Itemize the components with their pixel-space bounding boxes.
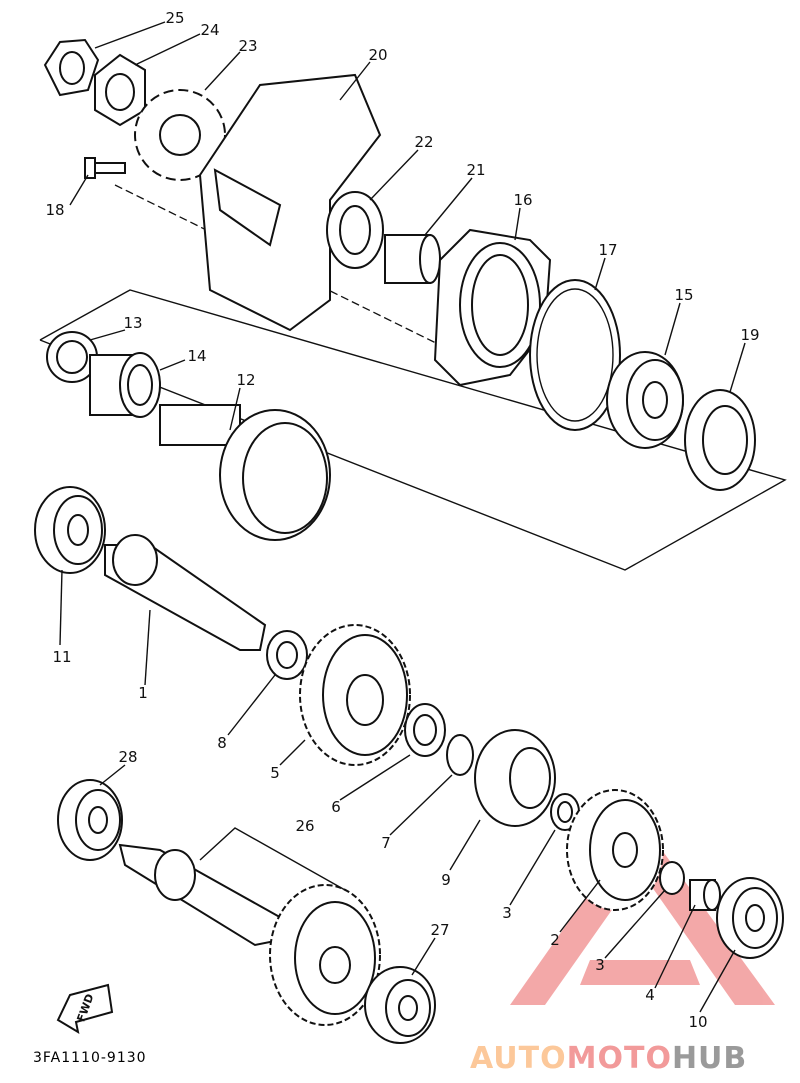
part-16-housing bbox=[433, 228, 552, 387]
part-15-bearing bbox=[606, 351, 684, 449]
fwd-arrow-icon bbox=[56, 983, 114, 1035]
callout-24: 24 bbox=[200, 21, 220, 39]
part-4-bush bbox=[689, 879, 721, 911]
part-19-plate bbox=[684, 389, 756, 491]
callout-1: 1 bbox=[138, 684, 148, 702]
callout-6: 6 bbox=[331, 798, 341, 816]
part-18-bolt bbox=[84, 157, 126, 179]
callout-22: 22 bbox=[414, 133, 434, 151]
part-28-bearing bbox=[57, 779, 123, 861]
part-14-needle-bearing bbox=[89, 352, 161, 418]
callout-11: 11 bbox=[52, 648, 72, 666]
part-27-bearing bbox=[364, 966, 436, 1044]
watermark-auto: AUTO bbox=[470, 1041, 567, 1076]
callout-7: 7 bbox=[381, 834, 391, 852]
callout-19: 19 bbox=[740, 326, 760, 344]
part-7-circlip bbox=[446, 734, 474, 776]
part-21-collar bbox=[384, 234, 441, 284]
callout-13: 13 bbox=[123, 314, 143, 332]
watermark-moto: MOTO bbox=[566, 1041, 672, 1076]
leader-lines bbox=[59, 21, 746, 1013]
part-20-cover bbox=[198, 73, 382, 332]
part-5-gear bbox=[299, 624, 411, 766]
callout-15: 15 bbox=[674, 286, 694, 304]
part-3b-washer bbox=[659, 861, 685, 895]
callout-3: 3 bbox=[502, 904, 512, 922]
watermark-hub: HUB bbox=[671, 1041, 748, 1076]
callout-8: 8 bbox=[217, 734, 227, 752]
watermark-text: AUTOMOTOHUB bbox=[470, 1042, 747, 1076]
part-6-washer bbox=[404, 703, 446, 757]
part-13-washer bbox=[46, 331, 98, 383]
callout-14: 14 bbox=[187, 347, 207, 365]
callout-27: 27 bbox=[430, 921, 450, 939]
callout-20: 20 bbox=[368, 46, 388, 64]
callout-4: 4 bbox=[645, 986, 655, 1004]
part-2-gear bbox=[566, 789, 664, 911]
diagram-code: 3FA1110-9130 bbox=[33, 1050, 147, 1066]
part-11-bearing bbox=[34, 486, 106, 574]
callout-18: 18 bbox=[45, 201, 65, 219]
part-17-gasket bbox=[529, 279, 621, 431]
watermark-triangle-logo bbox=[510, 820, 775, 1005]
part-10-bearing bbox=[716, 877, 784, 959]
callout-25: 25 bbox=[165, 9, 185, 27]
callout-16: 16 bbox=[513, 191, 533, 209]
part-25-nut bbox=[43, 38, 100, 97]
part-24-washer bbox=[94, 53, 146, 127]
part-22-oil-seal bbox=[326, 191, 384, 269]
callout-5: 5 bbox=[270, 764, 280, 782]
part-8-washer bbox=[266, 630, 308, 680]
callout-17: 17 bbox=[598, 241, 618, 259]
part-1-main-shaft bbox=[104, 534, 267, 686]
callout-10: 10 bbox=[688, 1013, 708, 1031]
part-23-sprocket bbox=[134, 89, 226, 181]
callout-26: 26 bbox=[295, 817, 315, 835]
part-26-drive-axle bbox=[118, 827, 381, 1026]
callout-23: 23 bbox=[238, 37, 258, 55]
callout-9: 9 bbox=[441, 871, 451, 889]
callout-3b: 3 bbox=[595, 956, 605, 974]
callout-12: 12 bbox=[236, 371, 256, 389]
callout-21: 21 bbox=[466, 161, 486, 179]
part-12-gear bbox=[159, 404, 331, 541]
group-frame bbox=[39, 289, 787, 571]
part-9-dog bbox=[474, 729, 556, 827]
callout-28: 28 bbox=[118, 748, 138, 766]
callout-2: 2 bbox=[550, 931, 560, 949]
